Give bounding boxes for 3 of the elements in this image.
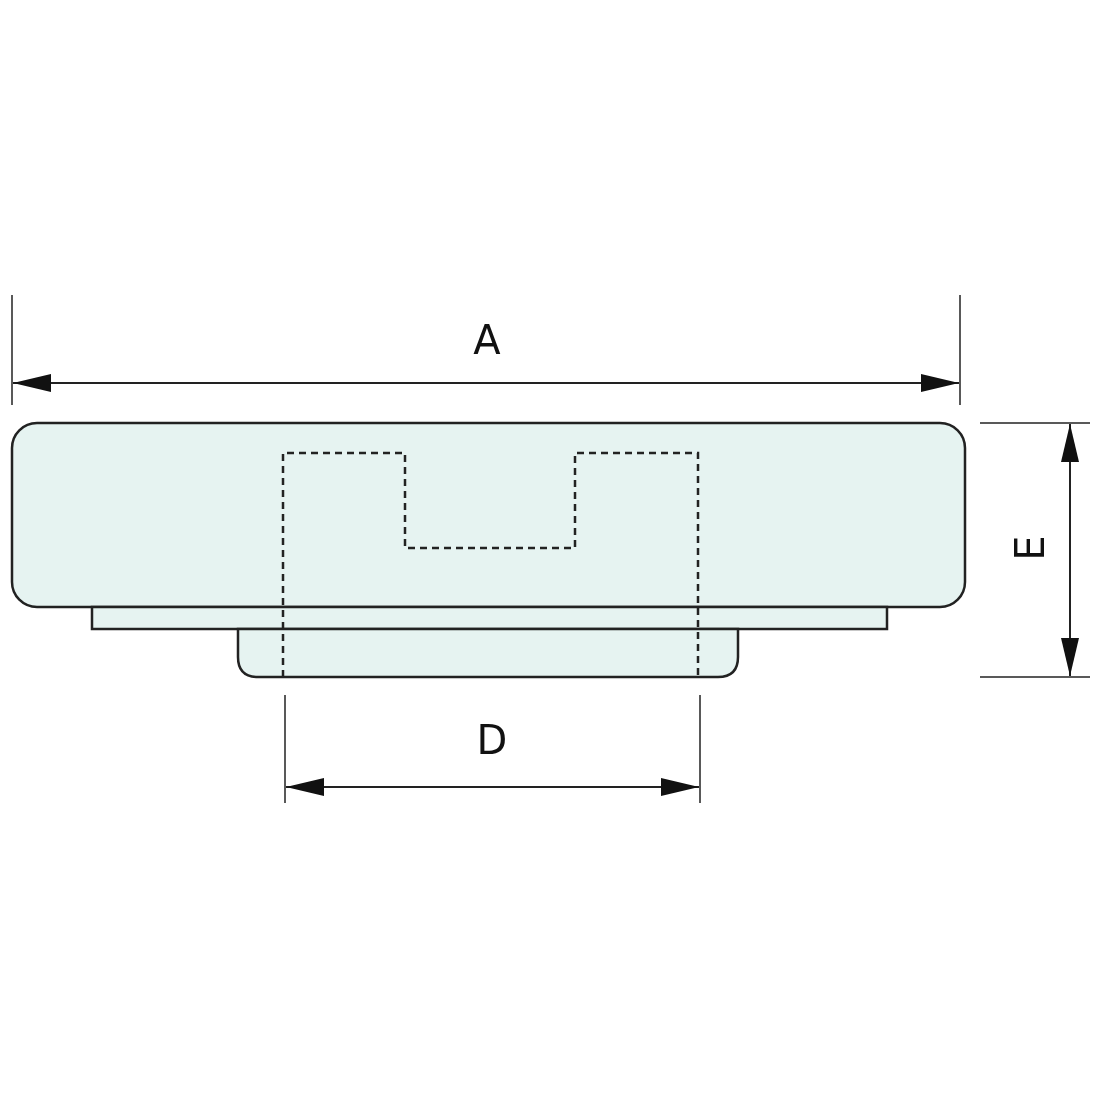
- dimension-label: A: [473, 320, 501, 360]
- dimension-label: E: [1010, 535, 1050, 561]
- dimension-label: D: [476, 720, 508, 760]
